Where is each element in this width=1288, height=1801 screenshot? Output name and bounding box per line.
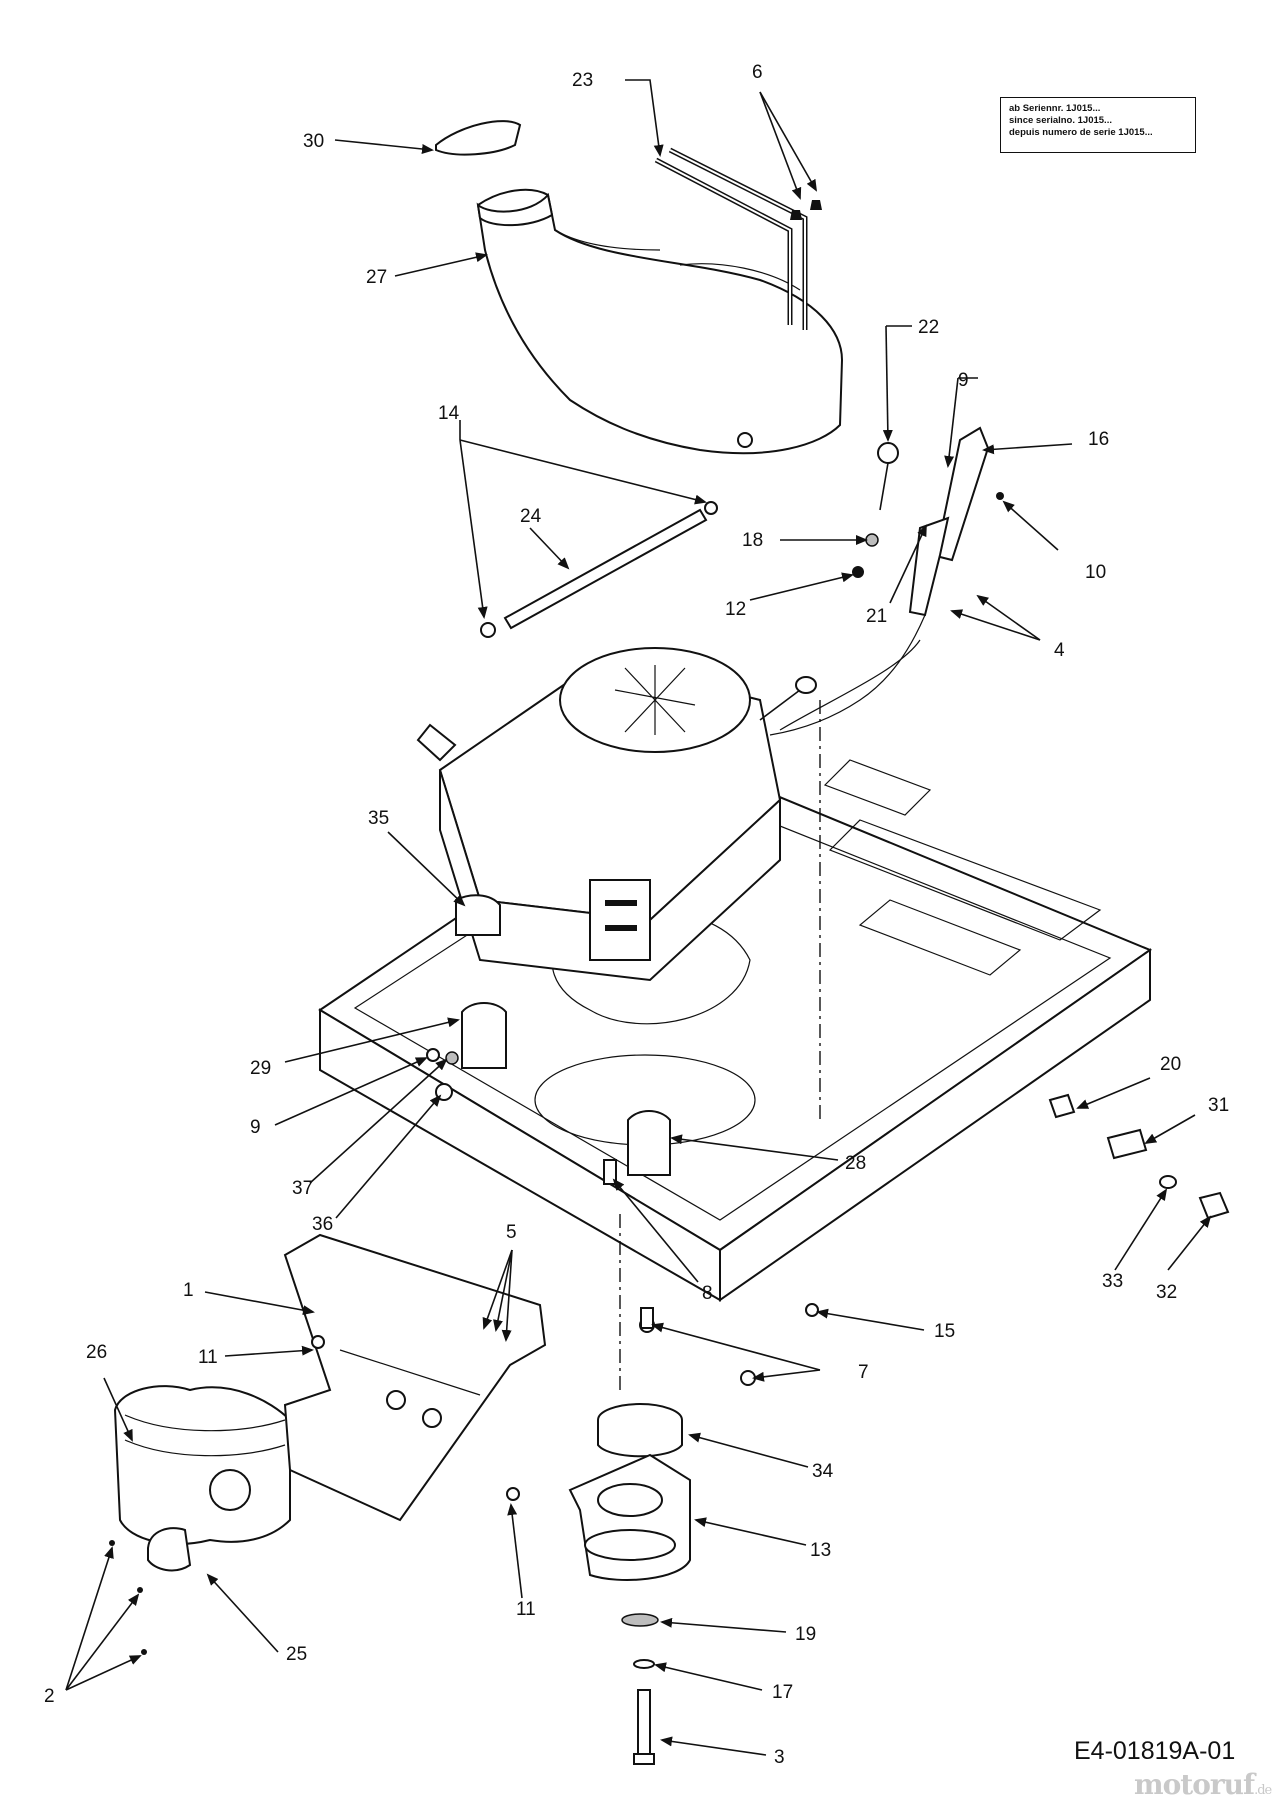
notice-line-en: since serialno. 1J015... [1009, 115, 1112, 126]
callout-26: 26 [86, 1342, 107, 1363]
callout-11-left: 11 [198, 1347, 218, 1368]
callout-20: 20 [1160, 1054, 1181, 1075]
callout-37: 37 [292, 1178, 313, 1199]
callout-14: 14 [438, 403, 460, 424]
throttle-control [769, 426, 1004, 736]
callout-16: 16 [1088, 429, 1109, 450]
callout-10: 10 [1085, 562, 1106, 583]
leader-lines [65, 79, 1212, 1756]
tank-bracket-rod [654, 147, 822, 330]
callout-11-bottom: 11 [516, 1599, 536, 1620]
callout-18: 18 [742, 530, 763, 551]
notice-line-de: ab Seriennr. 1J015... [1009, 103, 1101, 114]
callout-1: 1 [183, 1280, 194, 1301]
callout-27: 27 [366, 267, 387, 288]
callout-23: 23 [572, 70, 593, 91]
callout-24: 24 [520, 506, 542, 527]
callout-9-left: 9 [250, 1117, 261, 1138]
callout-8: 8 [702, 1283, 713, 1304]
watermark-logo: motoruf.de [1134, 1768, 1272, 1801]
callout-34: 34 [812, 1461, 834, 1482]
callout-13: 13 [810, 1540, 831, 1561]
callout-19: 19 [795, 1624, 816, 1645]
callout-22: 22 [918, 317, 939, 338]
callout-21: 21 [866, 606, 887, 627]
callout-25: 25 [286, 1644, 307, 1665]
callout-4: 4 [1054, 640, 1065, 661]
callout-7: 7 [858, 1362, 869, 1383]
clutch [568, 1403, 691, 1765]
muffler [113, 1385, 291, 1572]
serial-number-notice: ab Seriennr. 1J015... since serialno. 1J… [1000, 97, 1196, 153]
callout-31: 31 [1208, 1095, 1229, 1116]
notice-line-fr: depuis numero de serie 1J015... [1009, 127, 1153, 138]
callout-30: 30 [303, 131, 324, 152]
small-fittings [109, 894, 1230, 1655]
callout-9-top: 9 [958, 370, 969, 391]
callout-17: 17 [772, 1682, 793, 1703]
callout-32: 32 [1156, 1282, 1177, 1303]
callout-35: 35 [368, 808, 389, 829]
callout-36: 36 [312, 1214, 333, 1235]
callout-labels: 30 27 23 6 14 24 22 18 12 9 16 10 21 4 3… [44, 62, 1229, 1768]
fuel-tank [435, 120, 844, 455]
callout-12: 12 [725, 599, 746, 620]
callout-29: 29 [250, 1058, 271, 1079]
callout-6: 6 [752, 62, 763, 83]
fuel-line [480, 501, 718, 638]
engine [416, 639, 921, 982]
callout-3: 3 [774, 1747, 785, 1768]
muffler-guard [283, 1233, 547, 1522]
callout-15: 15 [934, 1321, 955, 1342]
drawing-code: E4-01819A-01 [1074, 1737, 1236, 1765]
callout-2: 2 [44, 1686, 55, 1707]
callout-5: 5 [506, 1222, 517, 1243]
watermark-name: motoruf [1134, 1768, 1255, 1801]
callout-28: 28 [845, 1153, 866, 1174]
callout-33: 33 [1102, 1271, 1123, 1292]
watermark-tld: .de [1254, 1783, 1272, 1798]
fuel-cap [435, 120, 522, 156]
